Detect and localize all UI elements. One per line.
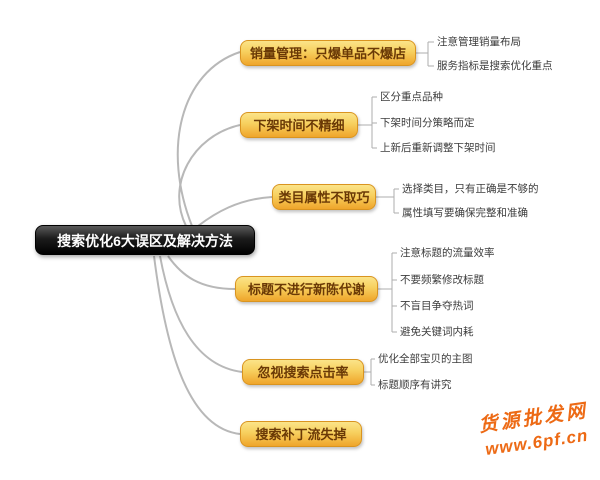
leaf-topic[interactable]: 选择类目，只有正确是不够的	[402, 183, 539, 195]
bracket-branch-4	[378, 252, 397, 333]
leaf-topic[interactable]: 上新后重新调整下架时间	[380, 142, 496, 154]
curve-to-branch-6	[153, 255, 241, 435]
leaf-topic[interactable]: 不要频繁修改标题	[400, 274, 484, 286]
branch-node-search-ctr[interactable]: 忽视搜索点击率	[242, 359, 364, 385]
curve-to-branch-2	[178, 124, 241, 227]
leaf-topic[interactable]: 避免关键词内耗	[400, 326, 474, 338]
leaf-topic[interactable]: 注意管理销量布局	[437, 36, 521, 48]
leaf-topic[interactable]: 优化全部宝贝的主图	[378, 353, 473, 365]
leaf-topic[interactable]: 服务指标是搜索优化重点	[437, 60, 553, 72]
bracket-branch-5	[364, 358, 375, 386]
leaf-topic[interactable]: 下架时间分策略而定	[380, 117, 475, 129]
branch-node-search-patch[interactable]: 搜索补丁流失掉	[240, 421, 362, 447]
branch-node-delisting-time[interactable]: 下架时间不精细	[240, 112, 358, 138]
curve-to-branch-4	[167, 255, 236, 290]
curve-to-branch-1	[176, 51, 241, 227]
leaf-topic[interactable]: 注意标题的流量效率	[400, 247, 495, 259]
branch-node-sales-management[interactable]: 销量管理：只爆单品不爆店	[240, 40, 416, 66]
leaf-topic[interactable]: 属性填写要确保完整和准确	[402, 207, 528, 219]
branch-node-category-attributes[interactable]: 类目属性不取巧	[272, 184, 376, 210]
branch-node-title-renewal[interactable]: 标题不进行新陈代谢	[235, 276, 378, 302]
bracket-branch-2	[358, 96, 377, 149]
curve-to-branch-3	[197, 196, 273, 227]
leaf-topic[interactable]: 不盲目争夺热词	[400, 300, 474, 312]
bracket-branch-1	[416, 41, 434, 67]
leaf-topic[interactable]: 标题顺序有讲究	[378, 379, 452, 391]
bracket-branch-3	[376, 188, 399, 214]
leaf-topic[interactable]: 区分重点品种	[380, 91, 443, 103]
central-topic[interactable]: 搜索优化6大误区及解决方法	[35, 225, 255, 255]
curve-to-branch-5	[159, 255, 243, 373]
